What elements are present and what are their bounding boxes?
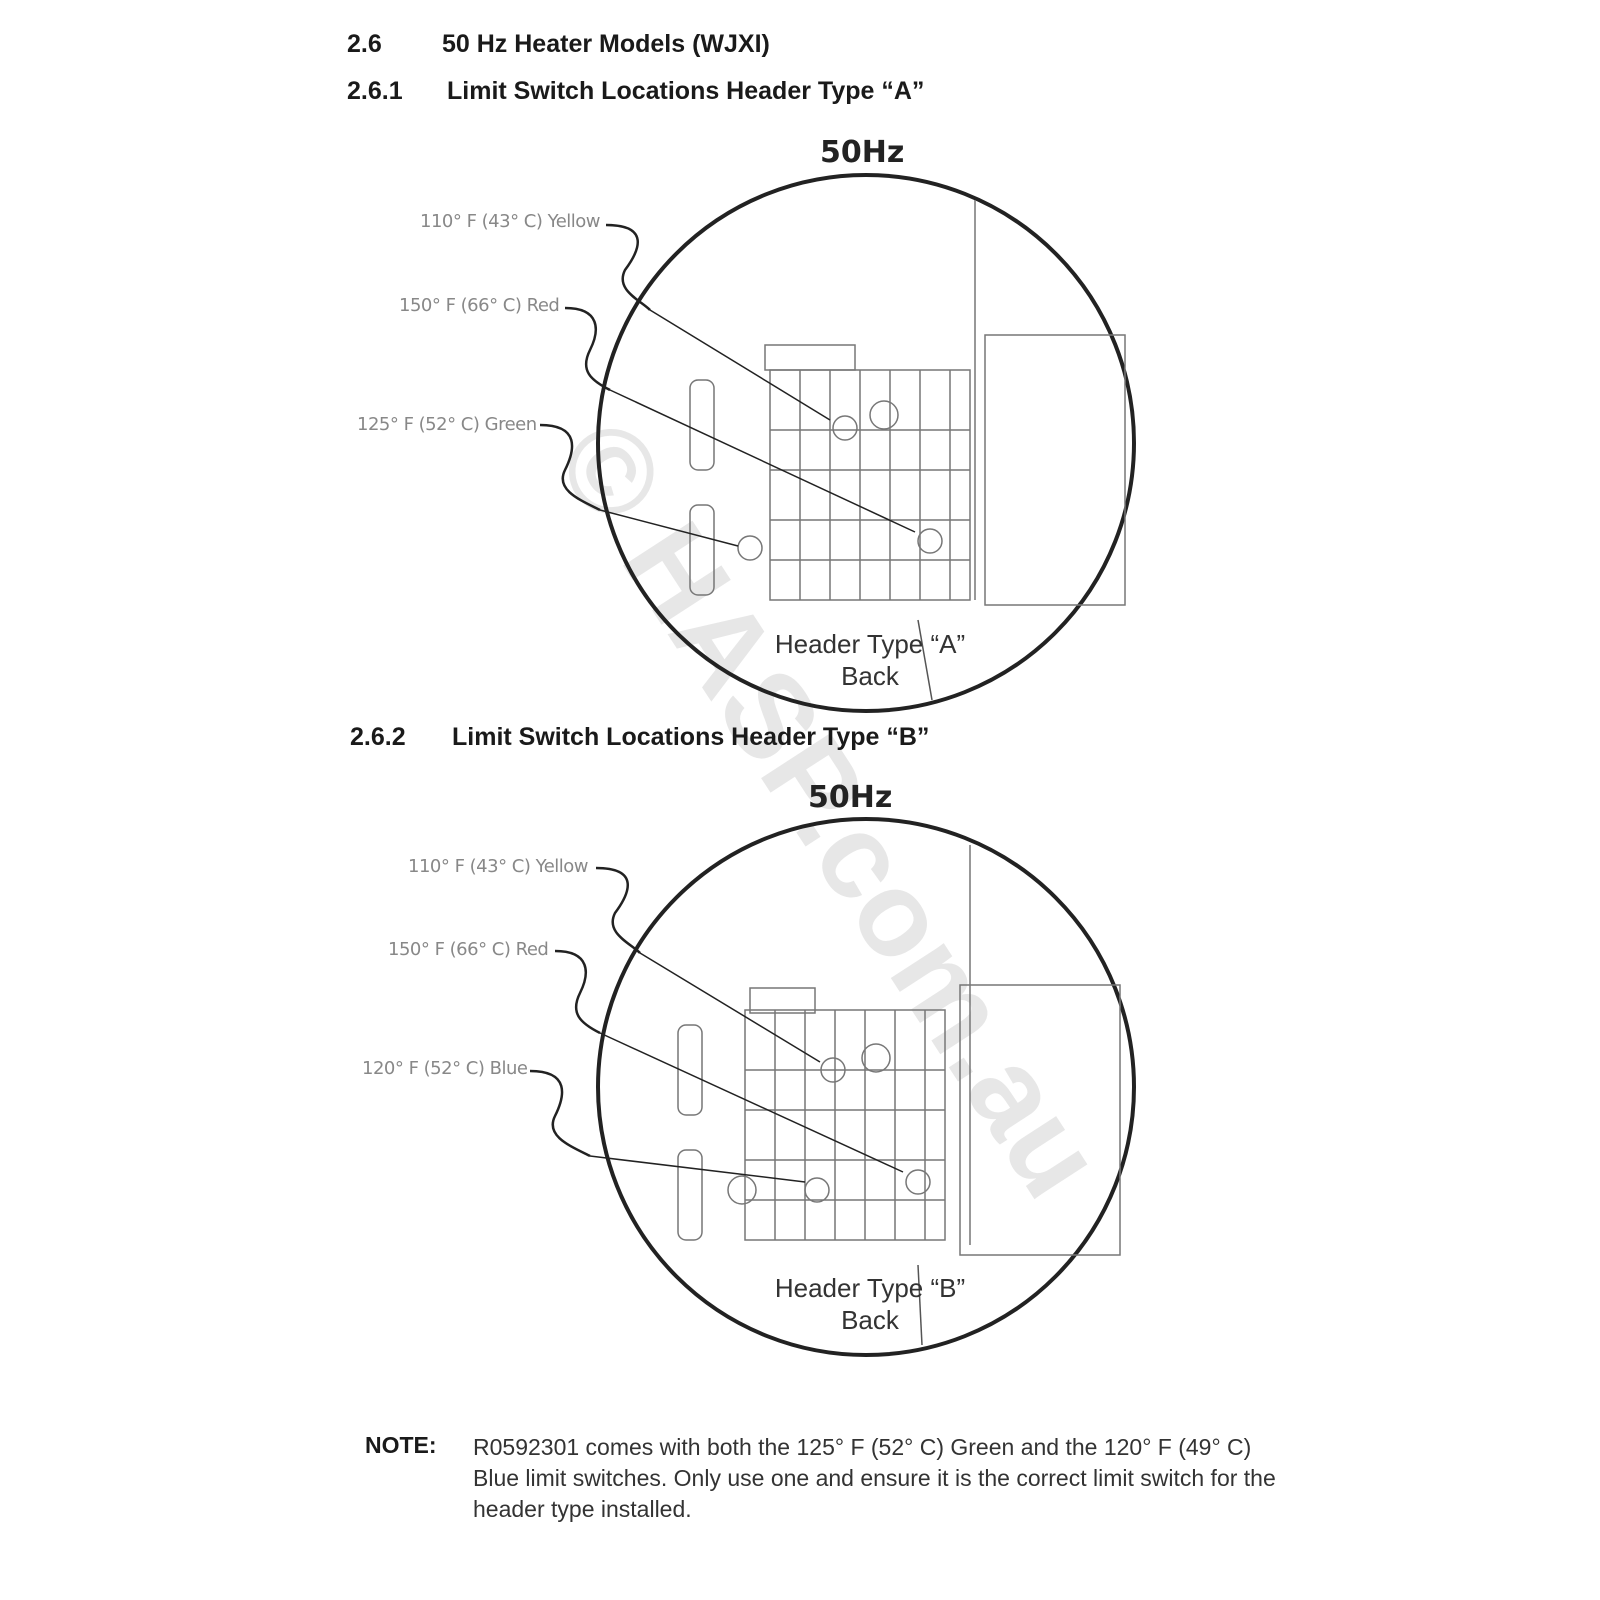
limit-switch-label-red-b: 150° F (66° C) Red bbox=[388, 939, 549, 960]
caption-b-line1: Header Type “B” bbox=[774, 1273, 966, 1303]
note-label: NOTE: bbox=[365, 1432, 437, 1458]
frequency-label-a: 50Hz bbox=[820, 135, 905, 170]
caption-b-line2: Back bbox=[841, 1305, 899, 1335]
frequency-label-b: 50Hz bbox=[808, 780, 893, 815]
section-title: 50 Hz Heater Models (WJXI) bbox=[442, 30, 770, 58]
diagram-caption-a: Header Type “A” Back bbox=[760, 628, 980, 692]
diagram-header-b bbox=[529, 817, 1136, 1357]
note-text: R0592301 comes with both the 125° F (52°… bbox=[473, 1434, 1276, 1522]
limit-switch-label-yellow-a: 110° F (43° C) Yellow bbox=[420, 211, 601, 232]
caption-a-line1: Header Type “A” bbox=[774, 629, 966, 659]
subsection-b-title: Limit Switch Locations Header Type “B” bbox=[452, 723, 930, 751]
limit-switch-label-yellow-b: 110° F (43° C) Yellow bbox=[408, 856, 589, 877]
section-number: 2.6 bbox=[347, 30, 382, 58]
limit-switch-label-green-a: 125° F (52° C) Green bbox=[357, 414, 537, 435]
diagram-header-a bbox=[539, 173, 1136, 713]
subsection-a-number: 2.6.1 bbox=[347, 77, 403, 105]
caption-a-line2: Back bbox=[841, 661, 899, 691]
limit-switch-label-blue-b: 120° F (52° C) Blue bbox=[362, 1058, 528, 1079]
subsection-b-number: 2.6.2 bbox=[350, 723, 406, 751]
subsection-a-title: Limit Switch Locations Header Type “A” bbox=[447, 77, 925, 105]
limit-switch-label-red-a: 150° F (66° C) Red bbox=[399, 295, 560, 316]
diagram-caption-b: Header Type “B” Back bbox=[760, 1272, 980, 1336]
